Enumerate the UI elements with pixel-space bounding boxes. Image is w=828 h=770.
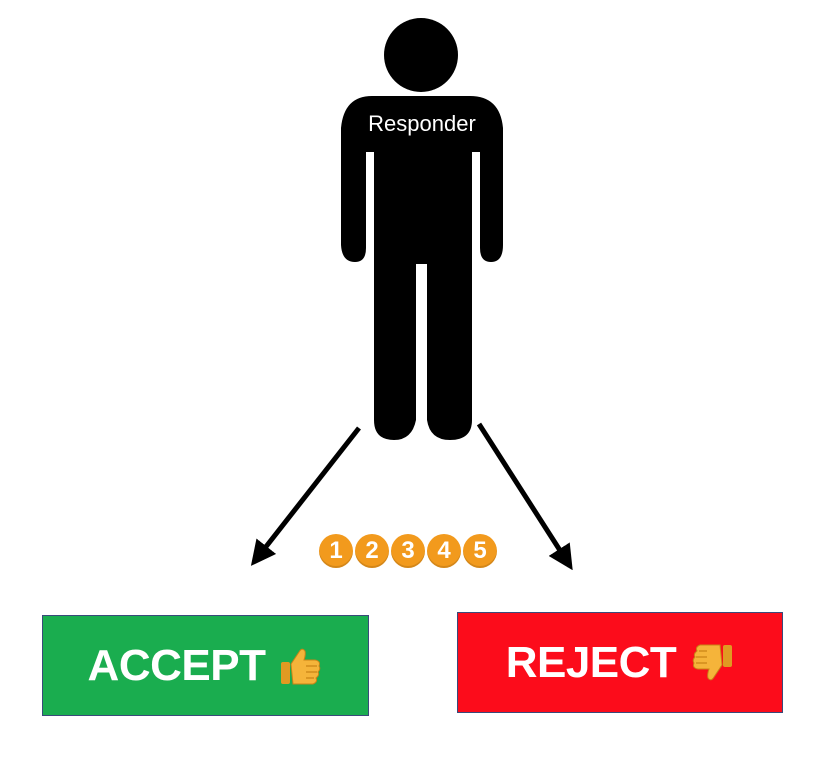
accept-label: ACCEPT bbox=[87, 640, 266, 690]
figure-body bbox=[341, 96, 503, 440]
step-2: 2 bbox=[355, 534, 389, 568]
accept-arrow bbox=[250, 426, 361, 566]
thumbs-down-icon bbox=[690, 641, 734, 685]
step-5: 5 bbox=[463, 534, 497, 568]
accept-button[interactable]: ACCEPT bbox=[42, 615, 369, 716]
thumbs-up-icon bbox=[279, 644, 323, 688]
step-4: 4 bbox=[427, 534, 461, 568]
reject-button[interactable]: REJECT bbox=[457, 612, 783, 713]
responder-figure-icon bbox=[341, 18, 503, 440]
step-3: 3 bbox=[391, 534, 425, 568]
responder-label: Responder bbox=[368, 111, 476, 136]
figure-head bbox=[384, 18, 458, 92]
reject-arrow bbox=[476, 422, 573, 571]
step-indicators: 1 2 3 4 5 bbox=[319, 534, 497, 570]
reject-label: REJECT bbox=[505, 637, 677, 687]
step-1: 1 bbox=[319, 534, 353, 568]
